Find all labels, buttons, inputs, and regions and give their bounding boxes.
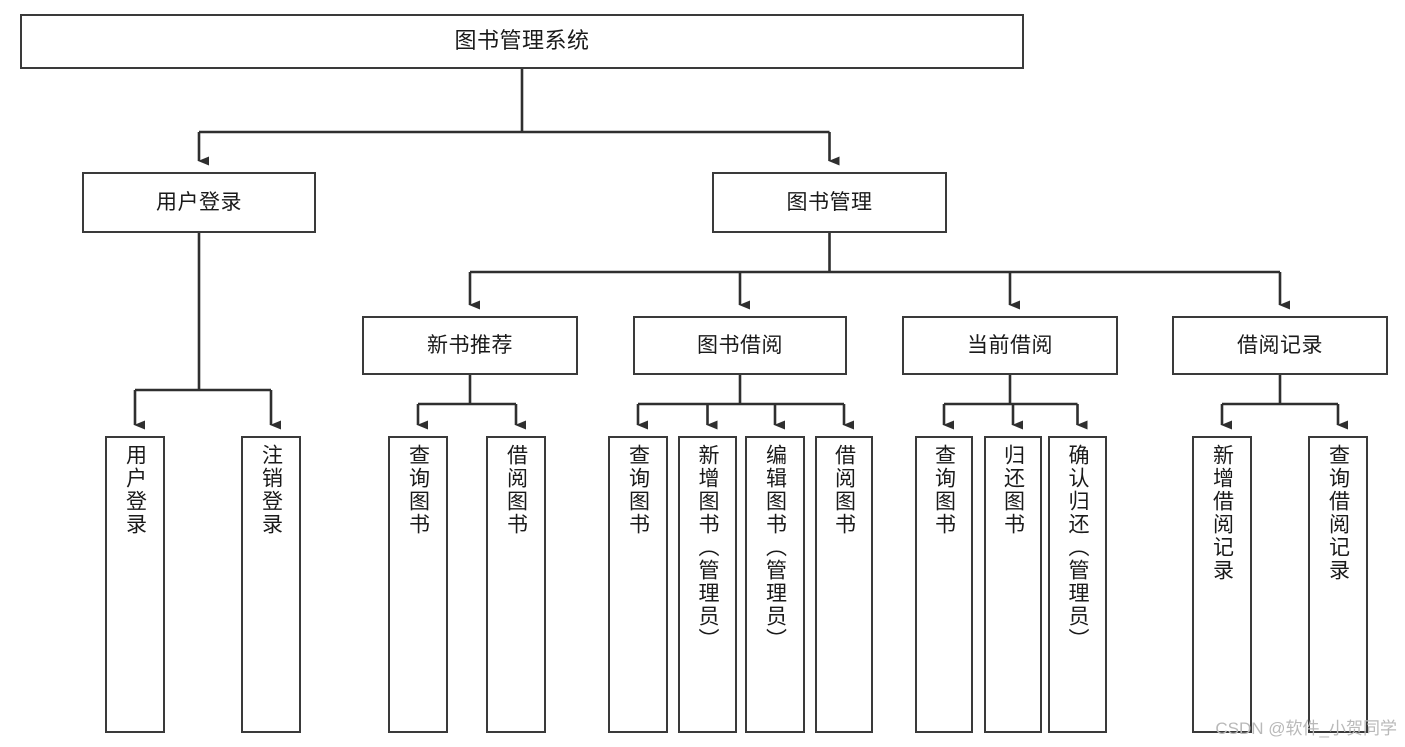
node-label: 注销登录 [259, 444, 283, 536]
node-leaf-query-1[interactable]: 查询图书 [388, 436, 448, 733]
node-label: 查询借阅记录 [1326, 444, 1350, 582]
node-leaf-user-login[interactable]: 用户登录 [105, 436, 165, 733]
node-label: 图书管理 [786, 190, 873, 214]
node-label: 编辑图书（管理员） [763, 444, 787, 651]
node-label: 新增借阅记录 [1210, 444, 1234, 582]
node-leaf-add-rec[interactable]: 新增借阅记录 [1192, 436, 1252, 733]
node-label: 借阅图书 [504, 444, 528, 536]
node-user-login[interactable]: 用户登录 [82, 172, 316, 233]
node-leaf-add-book[interactable]: 新增图书（管理员） [678, 436, 737, 733]
node-leaf-logout[interactable]: 注销登录 [241, 436, 301, 733]
node-label: 借阅图书 [832, 444, 856, 536]
node-label: 图书借阅 [697, 333, 783, 357]
node-root[interactable]: 图书管理系统 [20, 14, 1024, 69]
node-new-book-rec[interactable]: 新书推荐 [362, 316, 578, 375]
node-label: 用户登录 [123, 444, 147, 536]
node-label: 查询图书 [626, 444, 650, 536]
node-leaf-query-2[interactable]: 查询图书 [608, 436, 668, 733]
node-label: 新书推荐 [427, 333, 513, 357]
node-label: 当前借阅 [967, 333, 1053, 357]
node-label: 用户登录 [156, 190, 242, 214]
node-book-manage[interactable]: 图书管理 [712, 172, 947, 233]
node-borrow-record[interactable]: 借阅记录 [1172, 316, 1388, 375]
node-label: 新增图书（管理员） [696, 444, 719, 651]
node-current-borrow[interactable]: 当前借阅 [902, 316, 1118, 375]
node-label: 借阅记录 [1237, 333, 1323, 357]
node-leaf-return[interactable]: 归还图书 [984, 436, 1042, 733]
node-leaf-query-3[interactable]: 查询图书 [915, 436, 973, 733]
node-label: 查询图书 [932, 444, 956, 536]
node-leaf-borrow-2[interactable]: 借阅图书 [815, 436, 873, 733]
node-leaf-query-rec[interactable]: 查询借阅记录 [1308, 436, 1368, 733]
node-label: 确认归还（管理员） [1066, 444, 1089, 651]
node-leaf-edit-book[interactable]: 编辑图书（管理员） [745, 436, 805, 733]
node-label: 归还图书 [1001, 444, 1025, 536]
watermark: CSDN @软件_小贺同学 [1215, 719, 1397, 738]
node-label: 图书管理系统 [454, 28, 590, 54]
node-book-borrow[interactable]: 图书借阅 [633, 316, 847, 375]
node-leaf-borrow-1[interactable]: 借阅图书 [486, 436, 546, 733]
node-leaf-confirm[interactable]: 确认归还（管理员） [1048, 436, 1107, 733]
node-label: 查询图书 [406, 444, 430, 536]
